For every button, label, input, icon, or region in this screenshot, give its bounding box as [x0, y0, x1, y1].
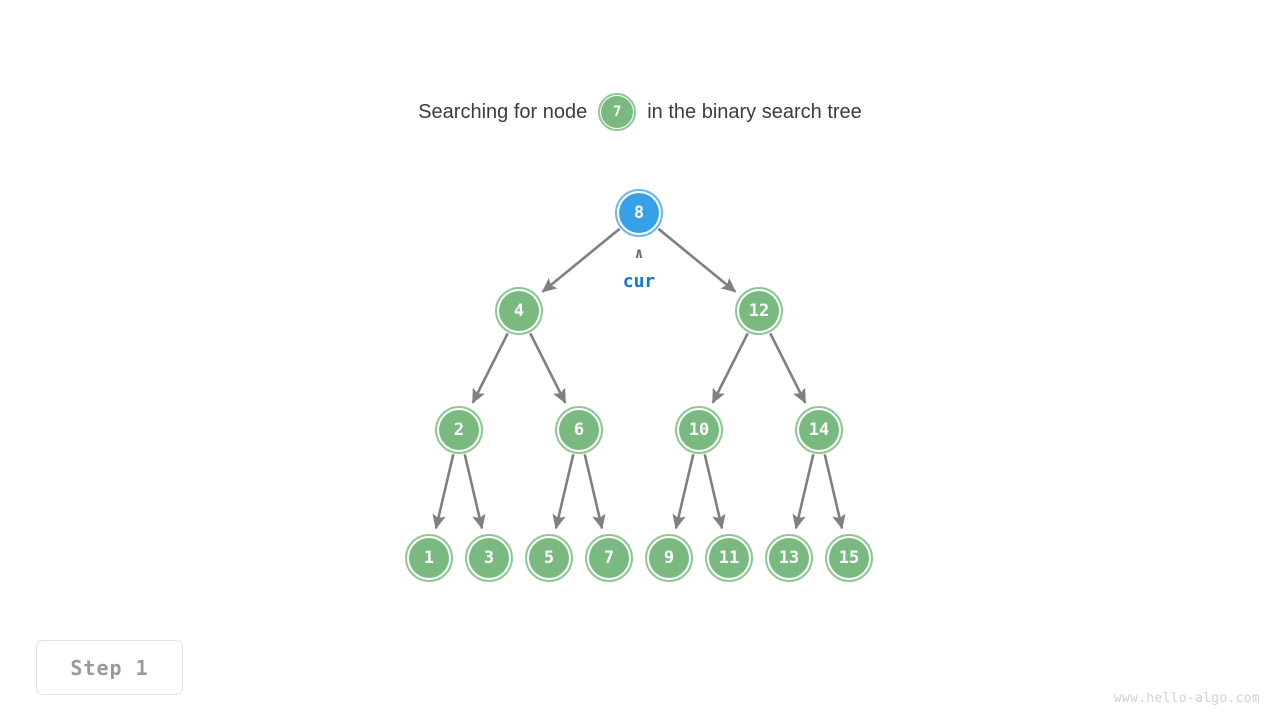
tree-node-11: 11: [705, 534, 753, 582]
tree-node-4: 4: [495, 287, 543, 335]
node-value: 1: [423, 547, 435, 568]
node-disc: [529, 538, 569, 578]
node-disc: [619, 193, 659, 233]
node-value: 13: [778, 547, 800, 568]
node-value: 5: [543, 547, 555, 568]
step-indicator: Step 1: [36, 640, 183, 695]
node-disc: [601, 96, 634, 128]
title-prefix: Searching for node: [418, 101, 588, 123]
node-disc: [769, 538, 809, 578]
node-value: 8: [633, 202, 645, 223]
node-value: 14: [808, 419, 830, 440]
tree-node-5: 5: [525, 534, 573, 582]
node-disc: [499, 291, 539, 331]
node-value: 2: [453, 419, 465, 440]
node-value: 12: [748, 300, 770, 321]
tree-node-10: 10: [675, 406, 723, 454]
node-value: 10: [688, 419, 710, 440]
cur-pointer-label: cur: [622, 271, 656, 292]
tree-node-14: 14: [795, 406, 843, 454]
node-disc: [799, 410, 839, 450]
node-disc: [559, 410, 599, 450]
cur-pointer: ∧ cur: [623, 246, 656, 291]
watermark: www.hello-algo.com: [1113, 691, 1260, 706]
node-value: 9: [663, 547, 675, 568]
node-value: 11: [718, 547, 740, 568]
node-value: 6: [573, 419, 585, 440]
node-disc: [409, 538, 449, 578]
tree-node-2: 2: [435, 406, 483, 454]
title-target-node-badge: 7: [598, 93, 637, 131]
tree-node-9: 9: [645, 534, 693, 582]
node-disc: [679, 410, 719, 450]
node-disc: [829, 538, 869, 578]
tree-node-8: 8: [615, 189, 663, 237]
tree-node-6: 6: [555, 406, 603, 454]
tree-node-12: 12: [735, 287, 783, 335]
node-disc: [709, 538, 749, 578]
node-disc: [589, 538, 629, 578]
node-disc: [649, 538, 689, 578]
node-disc: [739, 291, 779, 331]
node-value: 15: [838, 547, 860, 568]
node-value: 7: [603, 547, 615, 568]
node-value: 7: [613, 104, 622, 120]
page-title: Searching for node 7 in the binary searc…: [0, 92, 1280, 132]
node-value: 4: [513, 300, 525, 321]
node-value: 3: [483, 547, 495, 568]
tree-node-1: 1: [405, 534, 453, 582]
tree-node-3: 3: [465, 534, 513, 582]
tree-node-7: 7: [585, 534, 633, 582]
node-disc: [439, 410, 479, 450]
tree-node-13: 13: [765, 534, 813, 582]
title-suffix: in the binary search tree: [647, 101, 862, 123]
node-disc: [469, 538, 509, 578]
caret-up-icon: ∧: [634, 244, 644, 262]
step-label: Step 1: [70, 655, 149, 680]
tree-node-15: 15: [825, 534, 873, 582]
